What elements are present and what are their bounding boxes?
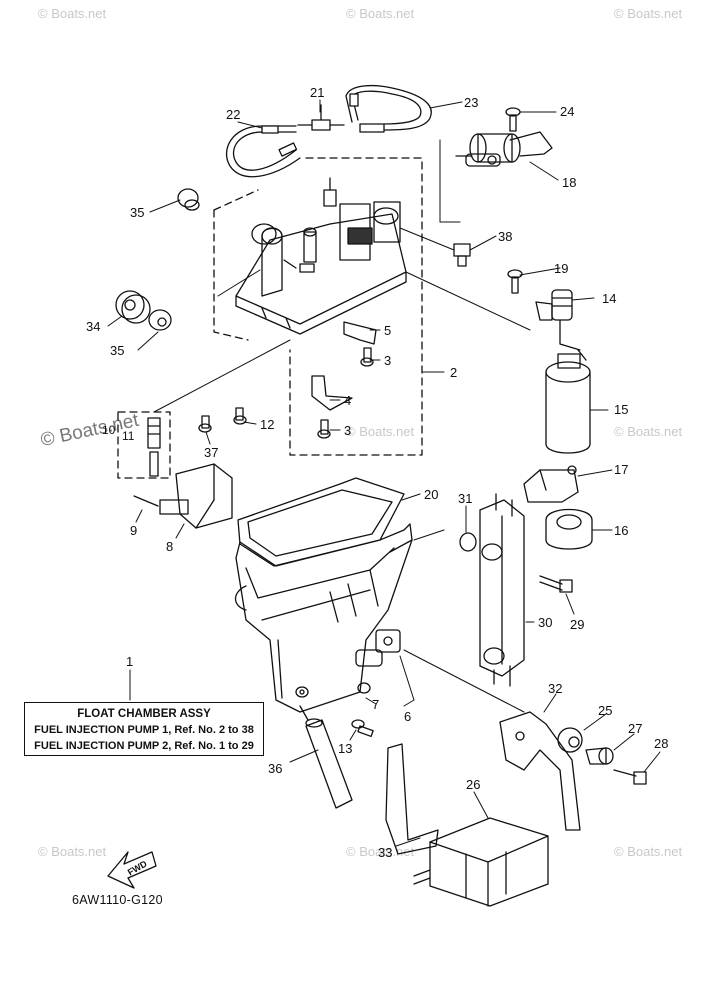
rod-9: [133, 495, 159, 507]
callout-31: 31: [458, 491, 473, 506]
grommet-31: [459, 532, 477, 552]
fuel-pump-15: [545, 349, 591, 454]
callout-6: 6: [404, 709, 412, 724]
bolt-29: [539, 575, 573, 593]
screw-24: [505, 107, 521, 132]
callout-8: 8: [166, 539, 174, 554]
legend-line-2: FUEL INJECTION PUMP 2, Ref. No. 1 to 29: [34, 740, 254, 752]
hose-36: [299, 705, 353, 809]
callout-2: 2: [450, 365, 458, 380]
bolt-28: [613, 769, 647, 785]
watermark: © Boats.net: [346, 844, 415, 859]
callout-38: 38: [498, 229, 513, 244]
drawing-code: 6AW1110-G120: [72, 893, 163, 907]
callout-13: 13: [338, 741, 353, 756]
callout-12: 12: [260, 417, 275, 432]
callout-3: 3: [344, 423, 352, 438]
watermark: © Boats.net: [38, 6, 107, 21]
fuel-filter-14: [535, 289, 581, 351]
assembly-legend: FLOAT CHAMBER ASSY FUEL INJECTION PUMP 1…: [24, 702, 264, 756]
fitting-left: [295, 686, 309, 698]
callout-34: 34: [86, 319, 101, 334]
callout-30: 30: [538, 615, 553, 630]
fuel-hose-23: [345, 84, 432, 131]
callout-23: 23: [464, 95, 479, 110]
canister-26: [413, 817, 549, 907]
screw-13: [351, 719, 374, 738]
fwd-arrow-icon: [107, 851, 157, 889]
callout-17: 17: [614, 462, 629, 477]
grommet-35-top: [177, 188, 200, 211]
pressure-regulator-18: [455, 131, 553, 167]
callout-20: 20: [424, 487, 439, 502]
fuel-hose-22: [232, 131, 297, 171]
fwd-label: FWD: [125, 858, 149, 878]
screw-3-lower: [317, 419, 331, 439]
callout-25: 25: [598, 703, 613, 718]
collar-27: [585, 747, 614, 765]
callout-29: 29: [570, 617, 585, 632]
screw-3-upper: [360, 347, 374, 367]
gasket-20: [237, 477, 405, 567]
legend-title: FLOAT CHAMBER ASSY: [77, 708, 211, 720]
callout-3: 3: [384, 353, 392, 368]
watermark: © Boats.net: [346, 6, 415, 21]
grommet-34: [115, 290, 151, 324]
leader-lines: [107, 99, 661, 847]
legend-line-1: FUEL INJECTION PUMP 1, Ref. No. 2 to 38: [34, 724, 254, 736]
callout-24: 24: [560, 104, 575, 119]
callout-27: 27: [628, 721, 643, 736]
valve-10-11: [147, 417, 161, 477]
callout-28: 28: [654, 736, 669, 751]
separator-cover: [235, 177, 407, 335]
callout-16: 16: [614, 523, 629, 538]
callout-21: 21: [310, 85, 325, 100]
callout-15: 15: [614, 402, 629, 417]
t-joint-21: [297, 104, 345, 131]
connector-38: [453, 243, 471, 267]
callout-33: 33: [378, 845, 393, 860]
callout-35: 35: [110, 343, 125, 358]
float-switch-8: [159, 463, 233, 529]
watermark: © Boats.net: [346, 424, 415, 439]
float-chamber-body: [234, 523, 413, 713]
fitting-6: [355, 629, 401, 667]
callout-7: 7: [372, 697, 380, 712]
callout-26: 26: [466, 777, 481, 792]
watermark: © Boats.net: [614, 424, 683, 439]
rubber-holder-16: [545, 508, 593, 550]
callout-14: 14: [602, 291, 617, 306]
plate-5: [343, 321, 377, 345]
plate-4: [311, 375, 353, 411]
callout-4: 4: [344, 393, 352, 408]
watermark: © Boats.net: [614, 844, 683, 859]
callout-1: 1: [126, 654, 134, 669]
fuel-pump-holder-17: [523, 465, 579, 503]
callout-37: 37: [204, 445, 219, 460]
callout-35: 35: [130, 205, 145, 220]
grommet-35-lower: [148, 309, 172, 331]
callout-32: 32: [548, 681, 563, 696]
plug-7: [357, 682, 371, 694]
bracket-32: [499, 711, 581, 831]
screw-19: [507, 269, 523, 294]
callout-18: 18: [562, 175, 577, 190]
screw-37: [198, 415, 212, 433]
callout-36: 36: [268, 761, 283, 776]
callout-11: 11: [122, 429, 135, 443]
callout-9: 9: [130, 523, 138, 538]
callout-22: 22: [226, 107, 241, 122]
watermark: © Boats.net: [38, 844, 107, 859]
callout-19: 19: [554, 261, 569, 276]
grommet-25: [557, 727, 583, 753]
assembly-boundary-dashed: [117, 157, 423, 479]
watermark: © Boats.net: [614, 6, 683, 21]
callout-10: 10: [102, 423, 116, 437]
bracket-33: [385, 743, 439, 855]
callout-5: 5: [384, 323, 392, 338]
fuel-cooler-30: [479, 493, 525, 687]
screw-12: [233, 407, 247, 425]
